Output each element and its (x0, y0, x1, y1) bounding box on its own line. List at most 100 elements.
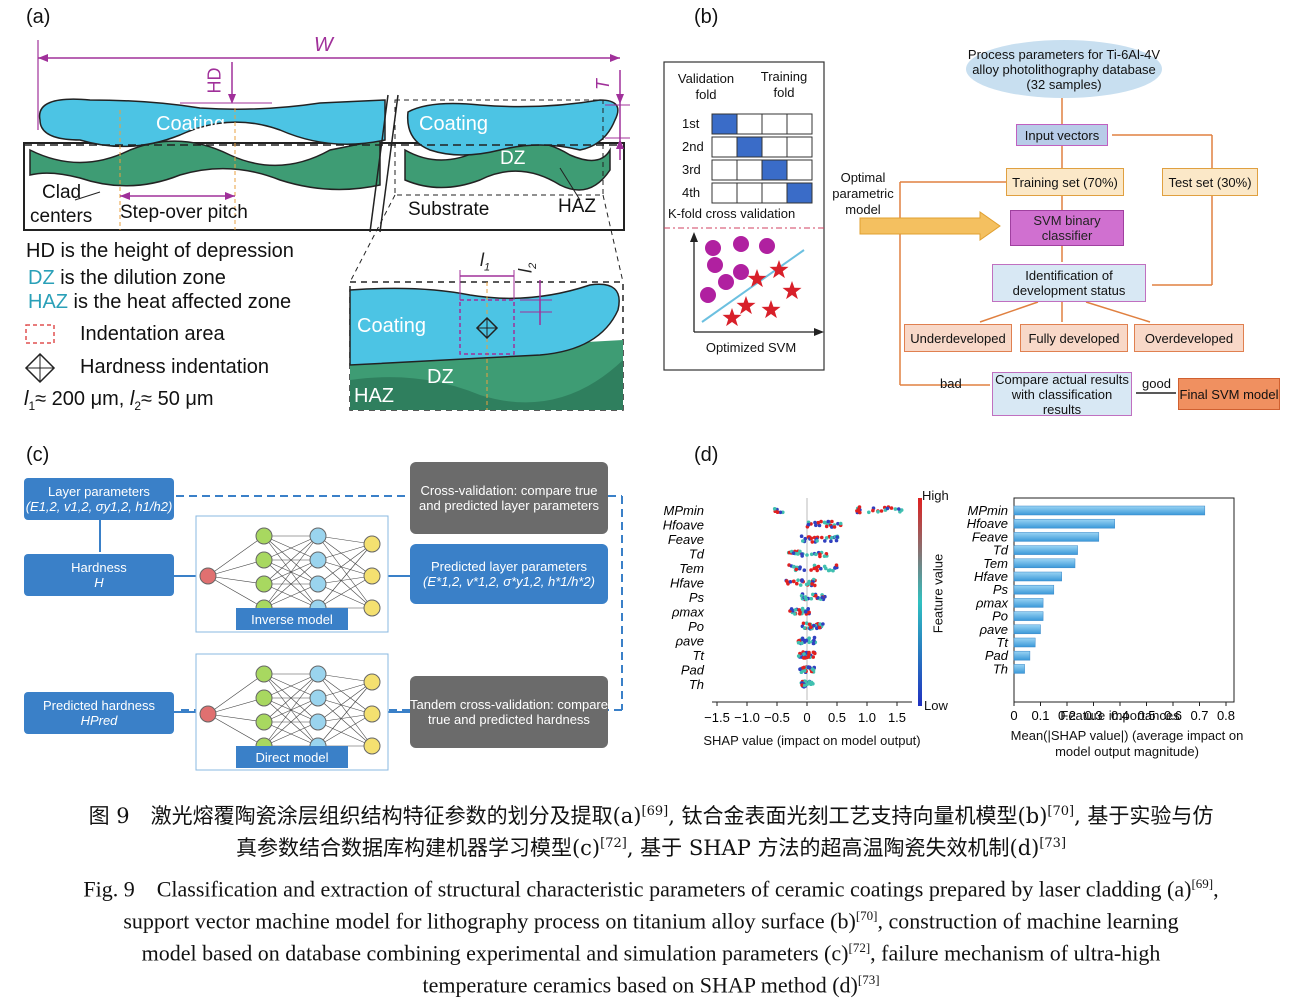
dz-label-2: DZ (427, 366, 454, 388)
nn-node (363, 599, 381, 617)
bar-feature-label: Tem (983, 556, 1008, 571)
panel-a-label: (a) (26, 6, 51, 28)
kfold-cell (761, 113, 788, 135)
shap-point (823, 539, 827, 543)
shap-point (812, 623, 816, 628)
panel-b-label: (b) (694, 6, 719, 28)
bar-tick-label: 0.8 (1217, 708, 1235, 723)
shap-point (778, 510, 783, 515)
shap-point (806, 665, 811, 669)
shap-point (819, 566, 823, 571)
shap-point (794, 567, 799, 572)
shap-point (871, 508, 875, 513)
inverse-model-label: Inverse model (236, 608, 348, 630)
shap-point (824, 552, 829, 556)
shap-point (805, 553, 809, 557)
star-marker (769, 260, 789, 279)
shap-point (889, 506, 894, 510)
shap-point (818, 552, 822, 557)
nn-node (199, 567, 217, 585)
stepover-label: Step-over pitch (120, 202, 248, 223)
shap-point (814, 523, 818, 528)
shap-point (809, 536, 814, 541)
coating-label-3: Coating (357, 315, 426, 337)
bar-mark (1013, 532, 1100, 542)
shap-point (785, 579, 789, 583)
shap-point (799, 534, 804, 538)
panel-b-diagram (663, 61, 1213, 394)
shap-point (814, 552, 818, 557)
bar-sublabel: Mean(|SHAP value|) (average impact on mo… (1010, 728, 1244, 759)
shap-point (815, 539, 819, 543)
feature-value-label: Feature value (930, 553, 946, 634)
cross-validation-node: Cross-validation: compare true and predi… (410, 462, 608, 534)
hd-label: HD (204, 67, 225, 94)
nn-node (255, 551, 273, 569)
shap-point (822, 520, 827, 525)
shap-point (800, 578, 804, 582)
haz-label-1: HAZ (558, 196, 596, 217)
bar-mark (1013, 518, 1115, 529)
shap-point (879, 509, 884, 513)
bar-mark (1013, 637, 1036, 648)
shap-point (810, 540, 815, 544)
shap-tick-label: −1.5 (704, 710, 730, 725)
bar-tick-label: 0.2 (1058, 708, 1076, 723)
shap-tick-label: 0.5 (828, 710, 846, 725)
shap-feature-label: ρmax (671, 605, 705, 620)
shap-point (867, 510, 871, 515)
shap-point (807, 622, 812, 627)
nn-node (309, 551, 327, 569)
shap-point (803, 536, 807, 541)
shap-point (834, 563, 839, 567)
shap-point (800, 641, 804, 645)
shap-point (804, 597, 808, 602)
kfold-row-label: 4th (682, 185, 701, 200)
nn-node (255, 689, 273, 707)
bar-tick-label: 0.1 (1031, 708, 1049, 723)
compare-node: Compare actual results with classificati… (992, 372, 1132, 417)
nn-node (363, 673, 381, 691)
shap-point (806, 522, 811, 527)
dims-text: l1≈ 200 μm, l2≈ 50 μm (24, 388, 214, 413)
nn-node (309, 527, 327, 545)
shap-point (876, 510, 880, 514)
nn-node (309, 713, 327, 731)
shap-point (818, 622, 822, 626)
shap-feature-label: Th (689, 677, 704, 692)
training-fold-label: Training fold (760, 69, 808, 100)
shap-point (826, 519, 830, 524)
bar-feature-label: MPmin (968, 503, 1008, 518)
nn-node (363, 567, 381, 585)
input-vectors-node: Input vectors (1016, 124, 1108, 146)
shap-feature-label: Ps (689, 590, 705, 605)
star-marker (782, 281, 802, 300)
shap-point (824, 566, 828, 571)
shap-point (813, 651, 817, 656)
shap-point (791, 579, 796, 584)
bar-xlabel: Feature importances (1060, 708, 1180, 723)
shap-point (802, 652, 806, 656)
caption-en-line1: Fig. 9 Classification and extraction of … (83, 876, 1219, 902)
shap-point (812, 566, 816, 571)
kfold-row-label: 2nd (682, 139, 704, 154)
shap-point (798, 565, 802, 569)
shap-point (836, 521, 840, 526)
optimal-model-label: Optimal parametric model (832, 170, 894, 217)
shap-point (819, 519, 823, 524)
shap-point (809, 625, 813, 629)
shap-point (817, 625, 822, 630)
nn-node (255, 575, 273, 593)
caption-en-line3: model based on database combining experi… (141, 940, 1161, 966)
predicted-layer-node: Predicted layer parameters(E*1,2, v*1,2,… (410, 544, 608, 604)
legend-area: Indentation area (80, 323, 225, 345)
svm-node: SVM binary classifier (1010, 210, 1124, 246)
shap-point (826, 568, 831, 573)
bar-tick-label: 0.6 (1164, 708, 1182, 723)
nn-node (255, 713, 273, 731)
shap-feature-label: Hfoave (663, 518, 704, 533)
panel-c-label: (c) (26, 444, 50, 466)
legend-hard: Hardness indentation (80, 356, 270, 378)
shap-point (833, 566, 837, 570)
nn-node (363, 737, 381, 755)
